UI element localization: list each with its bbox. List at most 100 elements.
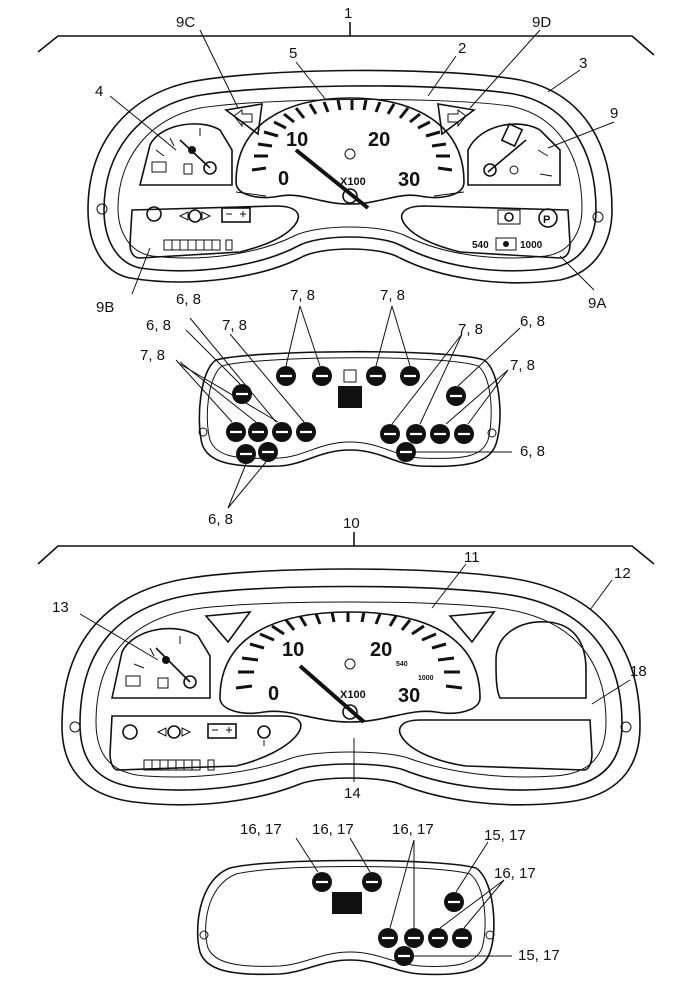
- lower-left-screw-icon: [69, 721, 81, 733]
- bulb-icon: [378, 928, 398, 948]
- upper-tach-0: 0: [278, 168, 289, 190]
- bulb-icon: [276, 366, 296, 386]
- bulb-icon: [430, 424, 450, 444]
- upper-tach-multiplier: X100: [340, 176, 366, 188]
- engine-temp-icon: [257, 725, 271, 746]
- upper-tach-chevron: [235, 191, 465, 197]
- upper-left-gauge: [138, 123, 233, 186]
- svg-text:P: P: [543, 214, 550, 226]
- callout-9b: 9B: [96, 299, 114, 316]
- callout-2: 2: [458, 40, 466, 57]
- upper-tach-20: 20: [368, 129, 390, 151]
- lower-left-arrow-window: [204, 611, 252, 644]
- bulb-icon: [400, 366, 420, 386]
- lower-tachometer: 0 10 20 30 X100 540 1000: [219, 611, 481, 724]
- upper-board-connector: [338, 386, 362, 408]
- bulb-icon: [366, 366, 386, 386]
- lower-tach-10: 10: [282, 639, 304, 661]
- upper-assembly-bracket: [37, 22, 655, 56]
- hour-meter-icon: [163, 239, 233, 251]
- callout-16-17-d: 16, 17: [494, 865, 536, 882]
- lower-right-blank-panel: [398, 719, 593, 771]
- bulb-icon: [236, 444, 256, 464]
- callout-7-8-d: 7, 8: [140, 347, 165, 364]
- upper-tach-10: 10: [286, 129, 308, 151]
- callout-3: 3: [579, 55, 587, 72]
- bulb-icon: [272, 422, 292, 442]
- bulb-icon: [362, 872, 382, 892]
- upper-pto-540: 540: [472, 240, 489, 251]
- bulb-icon: [428, 928, 448, 948]
- lower-bezel: [79, 585, 623, 791]
- lower-tach-20: 20: [370, 639, 392, 661]
- bulb-icon: [312, 366, 332, 386]
- callout-9a: 9A: [588, 295, 606, 312]
- lower-leaders: [79, 563, 631, 782]
- lower-right-empty-window: [495, 621, 587, 699]
- lower-left-gauge: [111, 627, 211, 699]
- callout-7-8-e: 7, 8: [458, 321, 483, 338]
- upper-right-screw-icon: [592, 211, 604, 223]
- bulb-icon: [444, 892, 464, 912]
- bulb-icon: [452, 928, 472, 948]
- coolant-temp-icon: [157, 677, 169, 689]
- callout-16-17-b: 16, 17: [312, 821, 354, 838]
- callout-7-8-b: 7, 8: [380, 287, 405, 304]
- callout-18: 18: [630, 663, 647, 680]
- callout-12: 12: [614, 565, 631, 582]
- upper-leaders: [109, 29, 615, 295]
- callout-7-8-c: 7, 8: [222, 317, 247, 334]
- callout-7-8-a: 7, 8: [290, 287, 315, 304]
- callout-15-17-b: 15, 17: [518, 947, 560, 964]
- callout-16-17-a: 16, 17: [240, 821, 282, 838]
- callout-4: 4: [95, 83, 103, 100]
- lower-warning-panel: [109, 715, 302, 771]
- callout-15-17-a: 15, 17: [484, 827, 526, 844]
- bulb-icon: [446, 386, 466, 406]
- lower-housing-outline: [61, 568, 641, 806]
- upper-tachometer: 0 10 20 30 X100: [235, 97, 465, 210]
- upper-left-screw-icon: [96, 203, 108, 215]
- lower-tach-needle: [298, 664, 366, 724]
- callout-14: 14: [344, 785, 361, 802]
- lower-inner-panel: [95, 601, 607, 778]
- callout-1: 1: [344, 5, 352, 22]
- bulb-icon: [226, 422, 246, 442]
- parking-brake-icon: P: [538, 208, 558, 228]
- lower-tach-multiplier: X100: [340, 689, 366, 701]
- upper-tach-scale: [251, 99, 453, 172]
- bulb-icon: [248, 422, 268, 442]
- callout-6-8-c: 6, 8: [520, 313, 545, 330]
- warning-panel-9a: P 540 1000: [400, 205, 571, 259]
- bulb-icon: [380, 424, 400, 444]
- bulb-icon: [232, 384, 252, 404]
- callout-11: 11: [464, 549, 480, 566]
- bulb-icon: [258, 442, 278, 462]
- upper-bulb-leaders: [175, 305, 521, 509]
- lower-tach-scale: [235, 611, 463, 690]
- upper-tach-30: 30: [398, 169, 420, 191]
- lower-pto-540: 540: [396, 661, 408, 668]
- callout-16-17-c: 16, 17: [392, 821, 434, 838]
- lower-bulb-leaders: [295, 837, 512, 957]
- callout-9c: 9C: [176, 14, 195, 31]
- fuel-gauge-icon: [125, 675, 141, 687]
- lower-assembly-bracket: [37, 532, 655, 565]
- lower-pto-1000: 1000: [418, 675, 434, 682]
- callout-13: 13: [52, 599, 69, 616]
- bulb-icon: [404, 928, 424, 948]
- glow-plug-icon: [122, 724, 138, 740]
- lower-right-arrow-window: [448, 611, 496, 644]
- bulb-icon: [396, 442, 416, 462]
- callout-6-8-e: 6, 8: [208, 511, 233, 528]
- callout-6-8-d: 6, 8: [520, 443, 545, 460]
- callout-7-8-f: 7, 8: [510, 357, 535, 374]
- fuel-gauge-icon: [151, 161, 167, 173]
- bulb-icon: [406, 424, 426, 444]
- battery-icon: [221, 207, 251, 223]
- oil-pressure-icon: [178, 209, 212, 223]
- callout-5: 5: [289, 45, 297, 62]
- bulb-icon: [394, 946, 414, 966]
- callout-10: 10: [343, 515, 360, 532]
